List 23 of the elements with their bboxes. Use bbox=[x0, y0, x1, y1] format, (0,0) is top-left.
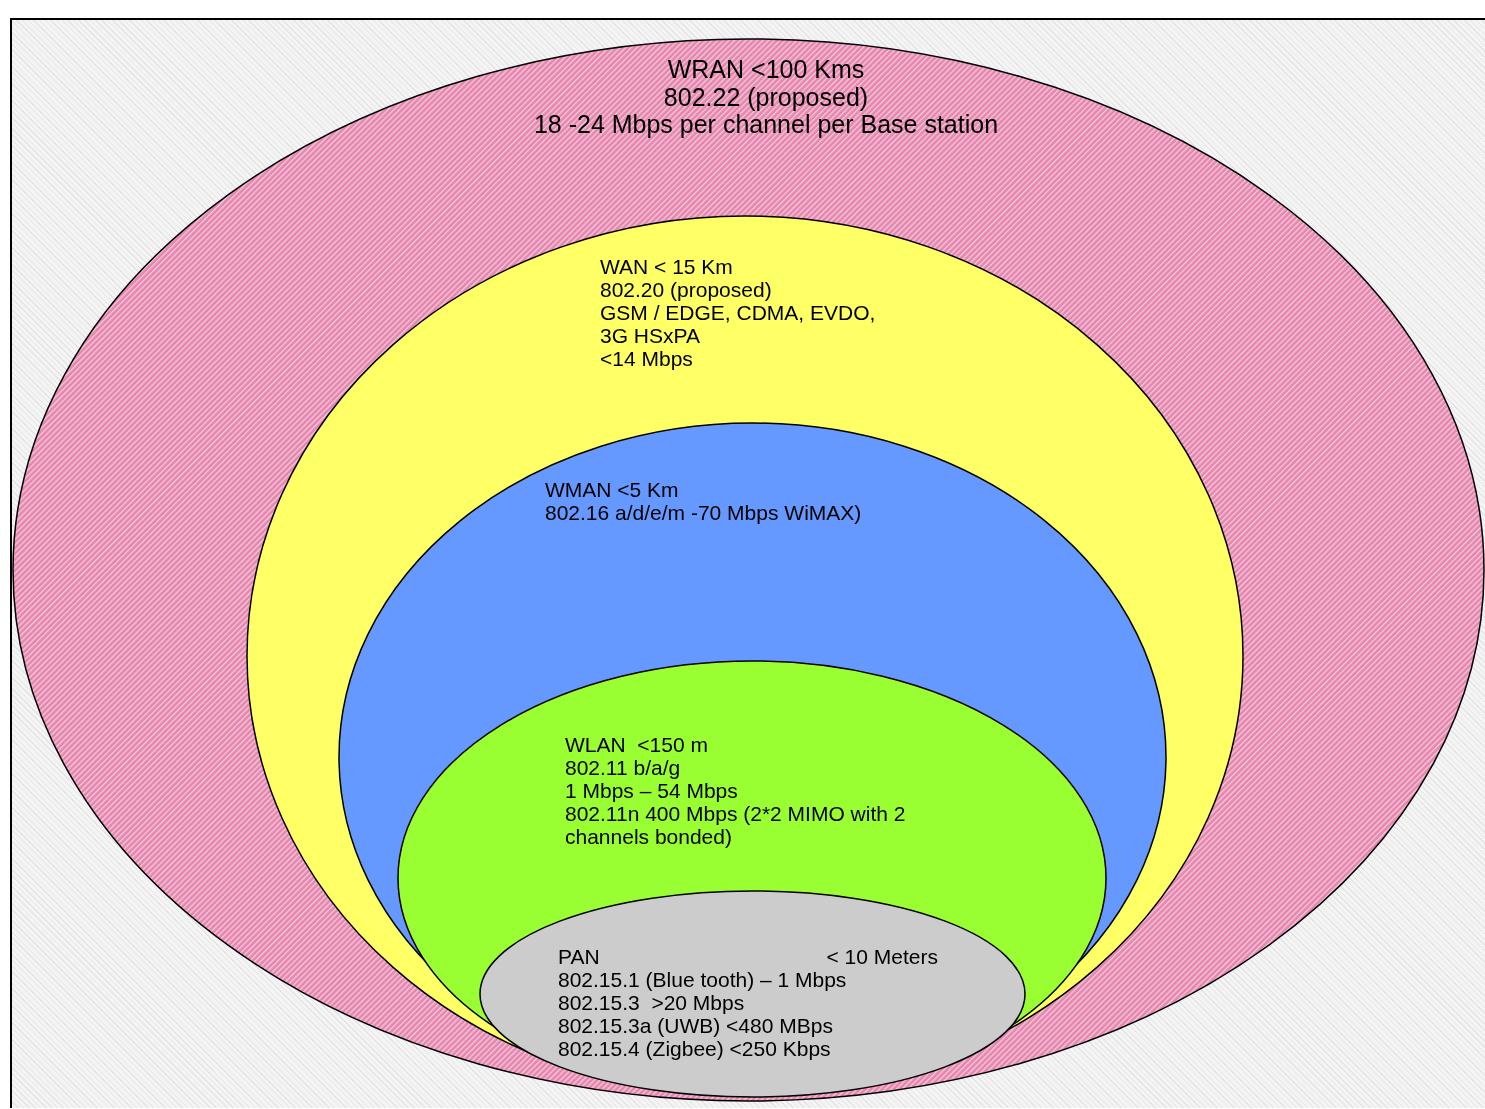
zone-title: WMAN <5 Km bbox=[545, 478, 680, 502]
zone-detail: 802.15.3a (UWB) <480 MBps bbox=[558, 1014, 834, 1038]
zone-detail: 802.16 a/d/e/m -70 Mbps WiMAX) bbox=[545, 501, 863, 525]
ellipse-zone bbox=[397, 660, 1107, 1096]
zone-title: WAN < 15 Km bbox=[600, 255, 734, 279]
zone-detail: 802.22 (proposed) bbox=[662, 83, 870, 111]
zone-detail: 802.15.1 (Blue tooth) – 1 Mbps bbox=[558, 968, 848, 992]
zone-title: WRAN <100 Kms bbox=[666, 56, 866, 84]
zone-detail: GSM / EDGE, CDMA, EVDO, 3G HSxPA bbox=[600, 301, 877, 348]
zone-detail: 802.20 (proposed) bbox=[600, 278, 773, 302]
zone-title: PAN bbox=[558, 945, 600, 969]
zone-detail: 18 -24 Mbps per channel per Base station bbox=[532, 111, 1000, 139]
zone-detail: 1 Mbps – 54 Mbps bbox=[565, 779, 739, 803]
zone-title: WLAN <150 m bbox=[565, 733, 709, 757]
zone-detail: <14 Mbps bbox=[600, 347, 694, 371]
ellipse-zone bbox=[479, 890, 1026, 1098]
ellipse-zone bbox=[246, 215, 1244, 1097]
zone-detail: 802.15.3 >20 Mbps bbox=[558, 991, 746, 1015]
zone-detail: 802.11n 400 Mbps (2*2 MIMO with 2 channels bonded) bbox=[565, 802, 907, 849]
zone-detail: 802.15.4 (Zigbee) <250 Kbps bbox=[558, 1037, 832, 1061]
zone-detail: < 10 Meters bbox=[826, 945, 938, 969]
zone-detail: 802.11 b/a/g bbox=[565, 756, 682, 780]
ellipse-zone bbox=[12, 38, 1485, 1102]
